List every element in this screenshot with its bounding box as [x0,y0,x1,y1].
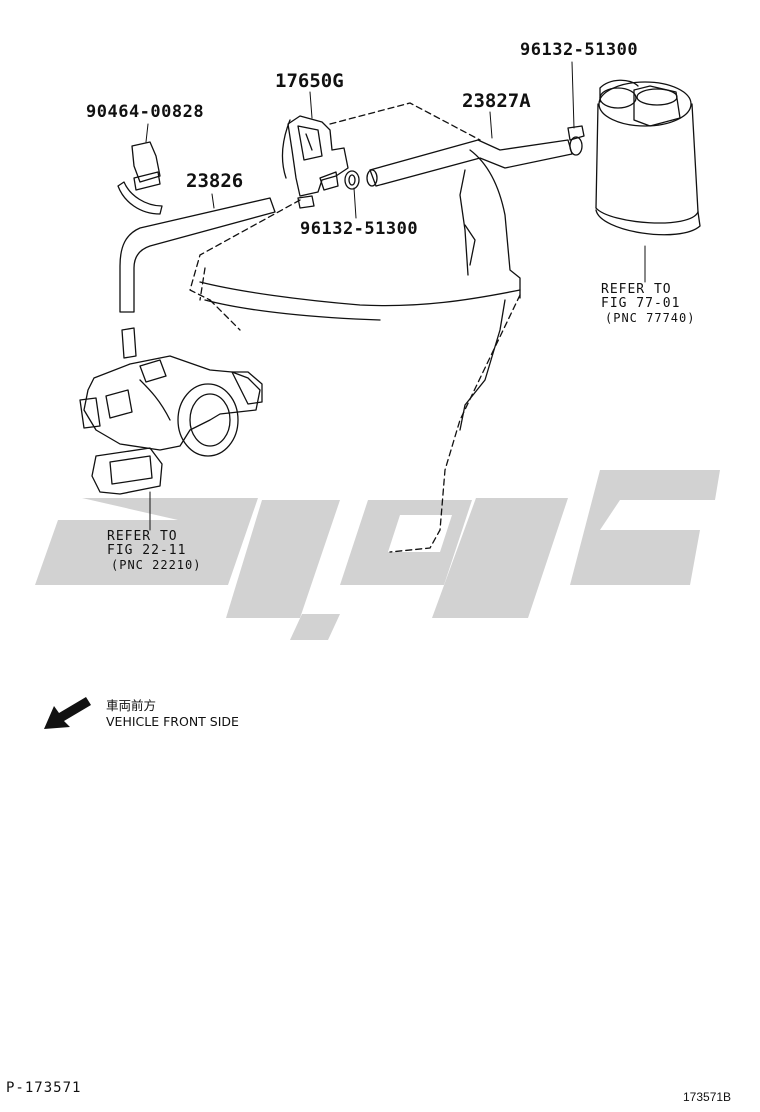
hose-23827A [366,139,573,187]
throttle-body [79,327,263,495]
figure-code-right: 173571B [683,1090,732,1104]
callout-clamp-top-right: 96132-51300 [520,40,639,60]
refer-throttle-line3: (PNC 22210) [111,558,202,572]
refer-canister-line3: (PNC 77740) [605,311,696,325]
vsv-17650G [281,115,349,209]
arrow-down-left-icon [44,697,91,729]
hose-23826 [119,197,276,313]
refer-canister-line1: REFER TO [601,282,672,297]
callout-clip: 90464-00828 [86,102,205,122]
callout-clamp-center: 96132-51300 [300,219,419,239]
clamp-top-right [567,125,585,156]
direction-label-en: VEHICLE FRONT SIDE [106,714,239,729]
callout-hose-left: 23826 [186,170,244,192]
figure-code-left: P-173571 [6,1080,82,1096]
refer-throttle-line2: FIG 22-11 [107,543,187,558]
callout-vsv: 17650G [275,70,344,92]
watermark-logo [35,470,720,640]
clamp-center [344,170,360,190]
callout-hose-right: 23827A [462,90,531,112]
clip-90464-00828 [117,141,163,215]
charcoal-canister [595,79,701,236]
refer-throttle-line1: REFER TO [107,529,178,544]
leader-lines [145,61,646,531]
refer-canister-line2: FIG 77-01 [601,296,681,311]
direction-label-jp: 車両前方 [106,698,157,713]
intake-manifold [199,149,521,431]
